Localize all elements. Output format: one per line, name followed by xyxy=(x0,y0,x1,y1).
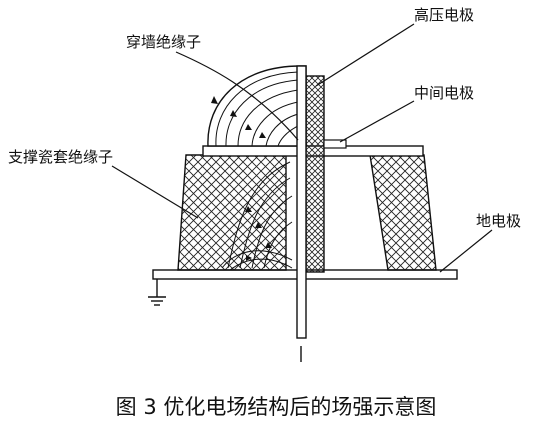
label-wall-bushing-insulator: 穿墙绝缘子 xyxy=(126,33,202,51)
wall-bushing-dome xyxy=(207,65,307,147)
middle-electrode-stub xyxy=(323,139,347,149)
field-arrows-lower xyxy=(245,206,272,261)
label-middle-electrode: 中间电极 xyxy=(414,84,475,102)
label-high-voltage-electrode: 高压电极 xyxy=(414,6,475,24)
field-lines-lower xyxy=(221,161,293,271)
leader-lines xyxy=(111,23,493,273)
field-arrows-upper xyxy=(211,96,266,138)
left-support-insulator xyxy=(177,154,287,271)
right-support-insulator xyxy=(369,154,437,271)
figure-caption: 图 3 优化电场结构后的场强示意图 xyxy=(115,395,437,419)
ground-symbol-icon xyxy=(148,279,166,306)
label-support-porcelain-insulator: 支撑瓷套绝缘子 xyxy=(8,148,114,166)
label-ground-electrode: 地电极 xyxy=(476,212,522,230)
wall-panel xyxy=(305,75,325,273)
high-voltage-conductor xyxy=(296,65,307,339)
field-lines-upper xyxy=(215,71,299,147)
